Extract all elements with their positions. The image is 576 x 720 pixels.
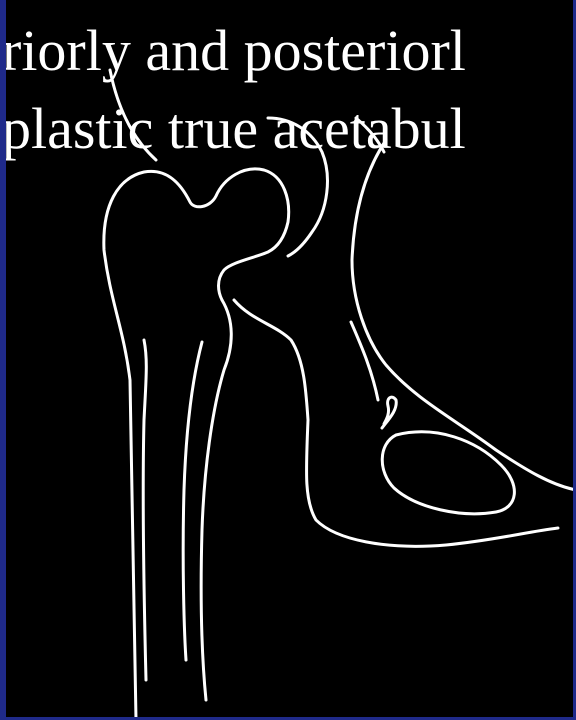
femur-neck-medial-line [201, 300, 231, 700]
ischial-spine-notch [382, 397, 396, 428]
pelvis-inner-contour [352, 140, 576, 490]
pelvis-lateral-wall [234, 300, 558, 546]
acetabular-inner-line [351, 322, 378, 400]
caption-line-1: riorly and posteriorl [2, 22, 576, 80]
obturator-foramen [382, 432, 514, 514]
femur-lateral-inner-line [143, 340, 146, 680]
caption-line-2: plastic true acetabul [2, 100, 576, 158]
femur-outer-outline [104, 169, 289, 720]
femur-inner-shaft-line [183, 342, 202, 660]
